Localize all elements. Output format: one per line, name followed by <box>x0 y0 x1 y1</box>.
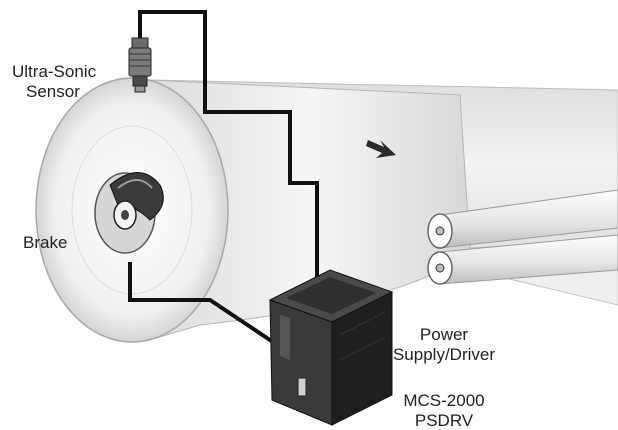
nip-roller-top <box>427 189 618 249</box>
nip-roller-bottom <box>427 234 618 285</box>
disc-brake-icon <box>94 172 164 254</box>
model-label: MCS-2000 PSDRV <box>374 391 514 430</box>
sensor-wire <box>138 10 319 285</box>
brake-label: Brake <box>23 233 68 252</box>
ultrasonic-sensor-icon <box>128 37 152 93</box>
brake-wire <box>128 262 284 350</box>
model-label-line2: PSDRV <box>414 411 474 430</box>
power-label-line2: Supply/Driver <box>392 345 496 364</box>
model-label-line1: MCS-2000 <box>403 391 485 410</box>
power-supply-box-icon <box>268 269 394 426</box>
sensor-label: Ultra-Sonic Sensor <box>12 62 96 102</box>
sensor-label-line2: Sensor <box>26 82 80 101</box>
arrow-right-icon <box>366 140 396 158</box>
sensor-label-line1: Ultra-Sonic <box>12 62 97 81</box>
power-supply-label: Power Supply/Driver <box>374 325 514 365</box>
power-label-line1: Power <box>419 325 469 344</box>
